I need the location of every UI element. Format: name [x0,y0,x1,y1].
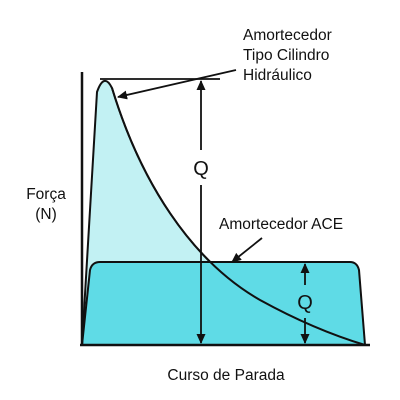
ace-pointer-arrow [231,237,263,263]
hydraulic-label-line2: Tipo Cilindro [243,47,329,64]
hydraulic-label-line1: Amortecedor [243,27,332,44]
x-axis-label: Curso de Parada [167,367,285,384]
hydraulic-label-line3: Hidráulico [243,67,312,84]
q-small-label: Q [297,292,313,314]
ace-label: Amortecedor ACE [219,216,343,233]
y-axis-label-line1: Força [26,186,66,203]
hydraulic-pointer-arrow [117,69,237,100]
ace-absorber-area [81,261,366,346]
y-axis-label-line2: (N) [35,206,57,223]
hydraulic-curve-line [111,87,366,346]
q-large-label: Q [193,158,209,180]
